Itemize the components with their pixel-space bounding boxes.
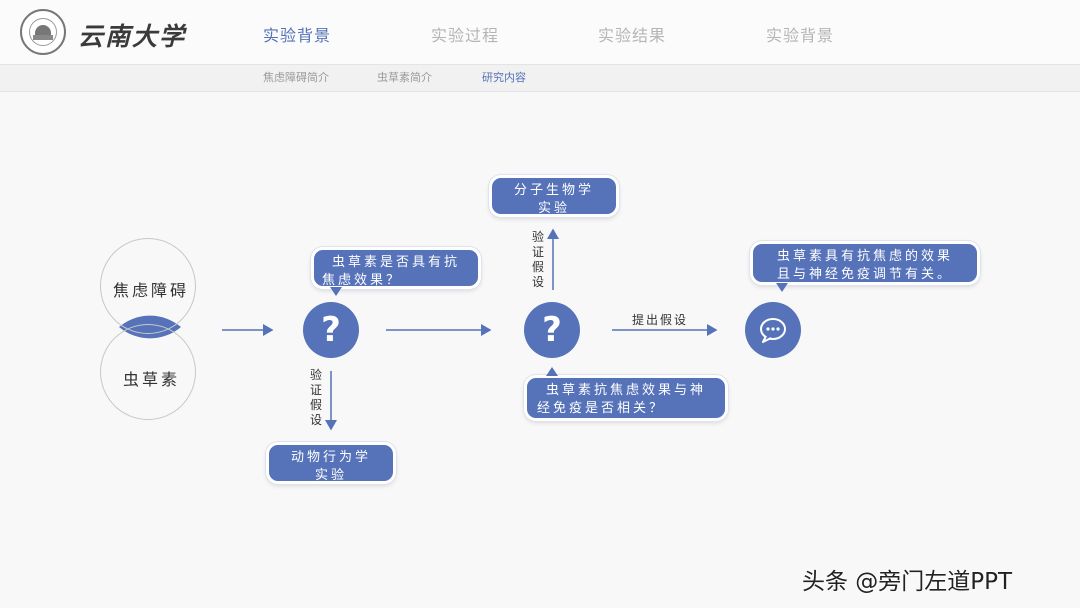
- conclusion-bubble-tail: [776, 283, 788, 292]
- venn-circle-cordycepin: [100, 324, 196, 420]
- conclusion-node: [745, 302, 801, 358]
- conclusion-line-2: 且与神经免疫调节有关。: [776, 267, 953, 282]
- conclusion-bubble: 虫草素具有抗焦虑的效果 且与神经免疫调节有关。: [750, 241, 980, 285]
- propose-hypothesis-label: 提出假设: [632, 313, 689, 327]
- bubble-1-line-1: 虫草素是否具有抗: [331, 255, 460, 270]
- top-navigation-bar: [0, 0, 1080, 64]
- molecular-biology-experiment-box: 分子生物学 实验: [489, 175, 619, 217]
- animal-behavior-experiment-box: 动物行为学 实验: [266, 442, 396, 484]
- venn-label-anxiety: 焦虑障碍: [113, 281, 190, 300]
- chat-bubble-icon: [760, 318, 786, 343]
- verify-hypothesis-label-up: 验 证 假 设: [531, 230, 544, 289]
- bubble-1-line-2: 焦虑效果？: [322, 273, 403, 288]
- question-node-2: ?: [524, 302, 580, 358]
- sub-tab-research-content[interactable]: 研究内容: [482, 71, 526, 84]
- bubble-2-line-2: 经免疫是否相关？: [537, 401, 666, 416]
- bubble-2-line-1: 虫草素抗焦虑效果与神: [545, 383, 706, 398]
- watermark: 头条 @旁门左道PPT: [802, 569, 1013, 595]
- sub-navigation-bar: [0, 64, 1080, 92]
- bubble-2-tail: [546, 367, 558, 376]
- sub-tab-cordycepin-intro[interactable]: 虫草素简介: [377, 71, 432, 84]
- question-bubble-1: 虫草素是否具有抗 焦虑效果？: [311, 247, 481, 289]
- sub-tab-anxiety-intro[interactable]: 焦虑障碍简介: [263, 71, 329, 84]
- university-emblem-icon: [20, 9, 66, 55]
- question-bubble-2: 虫草素抗焦虑效果与神 经免疫是否相关？: [524, 375, 728, 421]
- nav-tab-process[interactable]: 实验过程: [431, 26, 500, 45]
- question-node-1: ?: [303, 302, 359, 358]
- venn-label-cordycepin: 虫草素: [123, 370, 181, 389]
- nav-tab-results[interactable]: 实验结果: [598, 26, 667, 45]
- verify-hypothesis-label-down: 验 证 假 设: [309, 368, 322, 427]
- university-name: 云南大学: [78, 22, 187, 51]
- nav-tab-background[interactable]: 实验背景: [263, 26, 332, 45]
- conclusion-line-1: 虫草素具有抗焦虑的效果: [776, 249, 953, 264]
- bubble-1-tail: [330, 287, 342, 296]
- nav-tab-background-2[interactable]: 实验背景: [766, 26, 835, 45]
